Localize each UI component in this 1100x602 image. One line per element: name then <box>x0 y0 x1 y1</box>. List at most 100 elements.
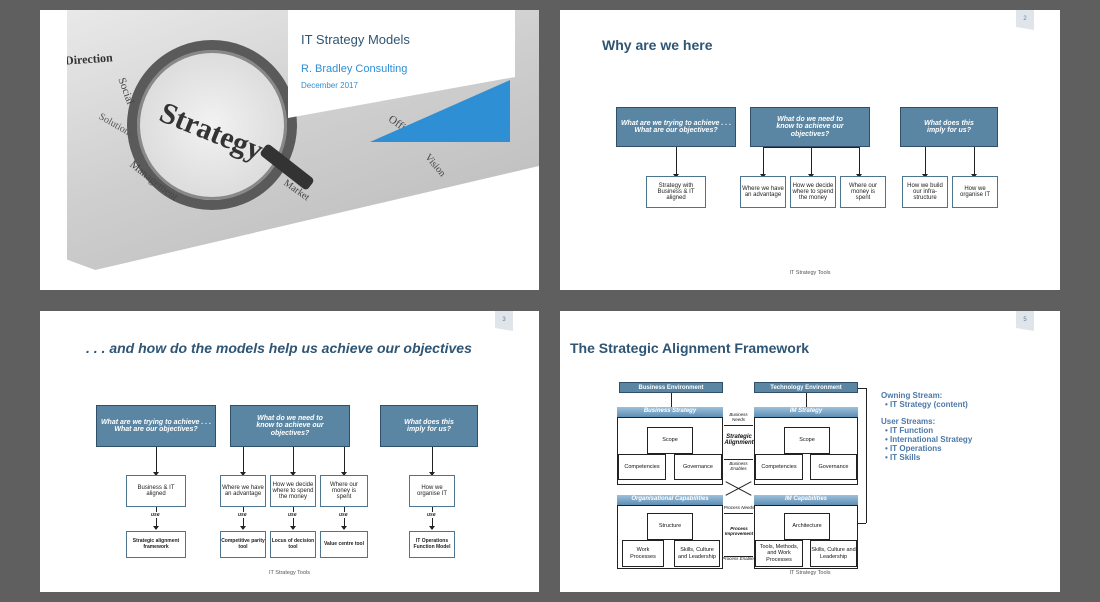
advantage-box: Where we have an advantage <box>740 176 786 208</box>
organise-it-box: How we organise IT <box>409 475 455 507</box>
knowledge-question-box: What do we need to know to achieve our o… <box>750 107 870 147</box>
arrow-head <box>153 526 159 530</box>
work-processes-box: Work Processes <box>622 540 664 567</box>
connector-line <box>432 447 433 475</box>
connector-line <box>156 507 157 529</box>
arrow-head <box>240 526 246 530</box>
it-operations-model-box: IT Operations Function Model <box>409 531 455 558</box>
im-capabilities-band: IM Capabilities <box>754 495 858 505</box>
photo-word-direction: Direction <box>67 50 114 68</box>
user-stream-item: • IT Skills <box>885 453 921 462</box>
connector-line <box>243 507 244 529</box>
connector-line <box>243 447 244 475</box>
user-stream-item: • IT Operations <box>885 444 942 453</box>
connector-line <box>806 393 807 407</box>
slide-title: Why are we here <box>602 37 713 53</box>
structure-box: Structure <box>647 513 693 540</box>
page-number: 2 <box>1016 10 1034 30</box>
slide-thumbnail-4[interactable]: 5 The Strategic Alignment Framework Busi… <box>560 311 1060 592</box>
spend-decision-box: How we decide where to spend the money <box>790 176 836 208</box>
connector-line <box>344 507 345 529</box>
governance-box: Governance <box>674 454 722 480</box>
connector-line <box>859 147 860 177</box>
user-streams-list: User Streams: • IT Function • Internatio… <box>881 417 972 462</box>
connector-line <box>156 447 157 475</box>
locus-of-decision-tool-box: Locus of decision tool <box>270 531 316 558</box>
user-stream-item: • IT Function <box>885 426 934 435</box>
connector-line <box>671 393 672 407</box>
use-label: use <box>339 512 348 518</box>
connector-line <box>925 147 926 177</box>
slide-thumbnail-3[interactable]: 3 . . . and how do the models help us ac… <box>40 311 539 592</box>
skills-culture-box: Skills, Culture and Leadership <box>674 540 720 567</box>
arrow-head <box>290 472 296 476</box>
arrow-head <box>240 472 246 476</box>
competencies-box: Competencies <box>618 454 666 480</box>
arrow-head <box>153 472 159 476</box>
connector-line <box>724 459 753 460</box>
competitive-parity-tool-box: Competitive parity tool <box>220 531 266 558</box>
presentation-title: IT Strategy Models <box>301 32 410 47</box>
business-it-aligned-box: Business & IT aligned <box>126 475 186 507</box>
value-centre-tool-box: Value centre tool <box>320 531 368 558</box>
business-environment-box: Business Environment <box>619 382 723 393</box>
connector-line <box>293 447 294 475</box>
business-it-aligned-box: Strategy with Business & IT aligned <box>646 176 706 208</box>
arrow-head <box>341 472 347 476</box>
photo-word-vision: Vision <box>422 151 448 180</box>
implications-question-box: What does this imply for us? <box>380 405 478 447</box>
connector-line <box>811 147 812 177</box>
slide-footer: IT Strategy Tools <box>789 270 831 276</box>
knowledge-question-box: What do we need to know to achieve our o… <box>230 405 350 447</box>
use-label: use <box>288 512 297 518</box>
slide-thumbnail-1[interactable]: Strategy Direction Social Management Sol… <box>40 10 539 290</box>
arrow-head <box>429 526 435 530</box>
objectives-question-box: What are we trying to achieve . . . What… <box>616 107 736 147</box>
owning-stream-heading: Owning Stream: <box>881 391 943 400</box>
slide-title: The Strategic Alignment Framework <box>570 340 810 356</box>
author-name: R. Bradley Consulting <box>301 63 408 75</box>
scope-box: Scope <box>647 427 693 454</box>
arrow-head <box>429 472 435 476</box>
arrow-head <box>290 526 296 530</box>
page-number: 3 <box>495 311 513 331</box>
owning-stream-list: Owning Stream: • IT Strategy (content) <box>881 391 968 409</box>
advantage-box: Where we have an advantage <box>220 475 266 507</box>
architecture-box: Architecture <box>784 513 830 540</box>
organise-it-box: How we organise IT <box>952 176 998 208</box>
organisational-capabilities-band: Organisational Capabilities <box>617 495 723 505</box>
spend-decision-box: How we decide where to spend the money <box>270 475 316 507</box>
infrastructure-box: How we build our infra-structure <box>902 176 948 208</box>
connector-line <box>724 425 753 426</box>
im-strategy-band: IM Strategy <box>754 407 858 417</box>
technology-environment-box: Technology Environment <box>754 382 858 393</box>
connector-line <box>676 147 677 177</box>
arrow-head <box>341 526 347 530</box>
money-spent-box: Where our money is spent <box>320 475 368 507</box>
connector-line <box>724 556 753 557</box>
tools-methods-box: Tools, Methods, and Work Processes <box>755 540 803 567</box>
connector-line <box>866 388 867 523</box>
slide-thumbnail-2[interactable]: 2 Why are we here What are we trying to … <box>560 10 1060 290</box>
skills-culture-box: Skills, Culture and Leadership <box>810 540 857 567</box>
slide-footer: IT Strategy Tools <box>789 570 831 576</box>
connector-line <box>293 507 294 529</box>
presentation-date: December 2017 <box>301 81 358 90</box>
business-enables-label: Business Enables <box>729 461 748 471</box>
process-improvement-label: Process Improvement <box>724 526 754 536</box>
use-label: use <box>151 512 160 518</box>
connector-line <box>724 513 753 514</box>
page-number: 5 <box>1016 311 1034 331</box>
strategic-alignment-label: Strategic Alignment <box>724 434 754 447</box>
business-strategy-band: Business Strategy <box>617 407 723 417</box>
process-enables-label: Process Enables <box>722 556 756 561</box>
governance-box: Governance <box>810 454 857 480</box>
connector-line <box>858 523 866 524</box>
business-needs-label: Business Needs <box>729 412 748 422</box>
connector-line <box>763 147 764 177</box>
scope-box: Scope <box>784 427 830 454</box>
objectives-question-box: What are we trying to achieve . . . What… <box>96 405 216 447</box>
process-needs-label: Process Needs <box>723 505 755 510</box>
use-label: use <box>238 512 247 518</box>
competencies-box: Competencies <box>755 454 803 480</box>
